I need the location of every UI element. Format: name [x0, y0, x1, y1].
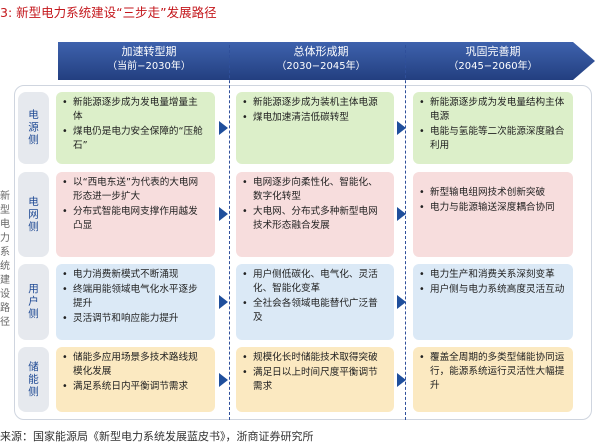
stage-arrow — [219, 207, 228, 221]
phase-name: 加速转型期 — [121, 45, 177, 58]
bullet-item: 电网逐步向柔性化、智能化、数字化转型 — [242, 176, 386, 204]
row-label-power-source: 电源侧 — [18, 92, 49, 164]
timeline-arrow — [58, 42, 595, 80]
phase-accelerating: 加速转型期 （当前−2030年） — [74, 44, 224, 74]
bullet-item: 满足日以上时间尺度平衡调节需求 — [242, 366, 386, 394]
bullet-item: 新能源逐步成为发电量结构主体电源 — [419, 96, 565, 124]
stage-arrow — [219, 295, 228, 309]
phase-consolidating: 巩固完善期 （2045−2060年） — [418, 44, 568, 74]
phase-divider — [229, 45, 230, 420]
bullet-item: 灵活调节和响应能力提升 — [62, 312, 207, 326]
phase-name: 巩固完善期 — [465, 45, 521, 58]
cell-user-phase3: 电力生产和消费关系深刻变革 用户侧与电力系统高度灵活互动 — [413, 264, 573, 340]
phase-period: （2030−2045年） — [276, 61, 366, 72]
left-label-char: 建 — [0, 275, 10, 286]
bullet-item: 电力与能源输送深度耦合协同 — [419, 201, 565, 215]
source-note: 来源：国家能源局《新型电力系统发展蓝皮书》，浙商证券研究所 — [0, 430, 314, 443]
bullet-item: 用户侧与电力系统高度灵活互动 — [419, 283, 565, 297]
bullet-item: 新型输电组网技术创新突破 — [419, 186, 565, 200]
figure-title: 3: 新型电力系统建设“三步走”发展路径 — [0, 5, 217, 20]
stage-arrow — [397, 373, 406, 387]
bullet-item: 电能与氢能等二次能源深度融合利用 — [419, 125, 565, 153]
bullet-item: 大电网、分布式多种新型电网技术形态融合发展 — [242, 205, 386, 233]
row-label-user: 用户侧 — [18, 264, 49, 340]
phase-name: 总体形成期 — [293, 45, 349, 58]
bullet-item: 满足系统日内平衡调节需求 — [62, 380, 207, 394]
row-label-storage: 储能侧 — [18, 347, 49, 412]
cell-power-source-phase2: 新能源逐步成为装机主体电源 煤电加速清洁低碳转型 — [236, 92, 394, 164]
bullet-item: 分布式智能电网支撑作用越发凸显 — [62, 205, 207, 233]
bullet-item: 煤电加速清洁低碳转型 — [242, 111, 386, 125]
left-label-char: 设 — [0, 289, 10, 300]
cell-power-source-phase3: 新能源逐步成为发电量结构主体电源 电能与氢能等二次能源深度融合利用 — [413, 92, 573, 164]
row-label-grid: 电网侧 — [18, 172, 49, 257]
left-label-char: 电 — [0, 219, 10, 230]
left-label-char: 新 — [0, 191, 10, 202]
stage-arrow — [219, 121, 228, 135]
bullet-item: 终端用能领域电气化水平逐步提升 — [62, 283, 207, 311]
bullet-item: 电力消费新模式不断涌现 — [62, 268, 207, 282]
bullet-item: 电力生产和消费关系深刻变革 — [419, 268, 565, 282]
bullet-item: 新能源逐步成为发电量增量主体 — [62, 96, 207, 124]
stage-arrow — [397, 121, 406, 135]
phase-period: （当前−2030年） — [107, 61, 191, 72]
left-side-label: 新型电力系统建设路径 — [0, 190, 12, 330]
bullet-item: 储能多应用场景多技术路线规模化发展 — [62, 351, 207, 379]
bullet-item: 煤电仍是电力安全保障的“压舱石” — [62, 125, 207, 153]
left-label-char: 径 — [0, 317, 10, 328]
cell-user-phase2: 用户侧低碳化、电气化、灵活化、智能化变革 全社会各领域电能替代广泛普及 — [236, 264, 394, 340]
left-label-char: 统 — [0, 261, 10, 272]
bullet-item: 规模化长时储能技术取得突破 — [242, 351, 386, 365]
bullet-item: 全社会各领域电能替代广泛普及 — [242, 297, 386, 325]
cell-grid-phase3: 新型输电组网技术创新突破 电力与能源输送深度耦合协同 — [413, 172, 573, 257]
phase-forming: 总体形成期 （2030−2045年） — [246, 44, 396, 74]
cell-storage-phase1: 储能多应用场景多技术路线规模化发展 满足系统日内平衡调节需求 — [56, 347, 215, 412]
cell-power-source-phase1: 新能源逐步成为发电量增量主体 煤电仍是电力安全保障的“压舱石” — [56, 92, 215, 164]
cell-user-phase1: 电力消费新模式不断涌现 终端用能领域电气化水平逐步提升 灵活调节和响应能力提升 — [56, 264, 215, 340]
stage-arrow — [397, 207, 406, 221]
left-label-char: 路 — [0, 303, 10, 314]
left-label-char: 系 — [0, 247, 10, 258]
phase-divider — [405, 45, 406, 420]
left-label-char: 力 — [0, 233, 10, 244]
stage-arrow — [397, 295, 406, 309]
bullet-item: 以“西电东送”为代表的大电网形态进一步扩大 — [62, 176, 207, 204]
cell-storage-phase2: 规模化长时储能技术取得突破 满足日以上时间尺度平衡调节需求 — [236, 347, 394, 412]
phase-period: （2045−2060年） — [448, 61, 538, 72]
cell-grid-phase2: 电网逐步向柔性化、智能化、数字化转型 大电网、分布式多种新型电网技术形态融合发展 — [236, 172, 394, 257]
bullet-item: 新能源逐步成为装机主体电源 — [242, 96, 386, 110]
stage-arrow — [219, 373, 228, 387]
cell-storage-phase3: 覆盖全周期的多类型储能协同运行，能源系统运行灵活性大幅提升 — [413, 347, 573, 412]
cell-grid-phase1: 以“西电东送”为代表的大电网形态进一步扩大 分布式智能电网支撑作用越发凸显 — [56, 172, 215, 257]
left-label-char: 型 — [0, 205, 10, 216]
bullet-item: 用户侧低碳化、电气化、灵活化、智能化变革 — [242, 268, 386, 296]
bullet-item: 覆盖全周期的多类型储能协同运行，能源系统运行灵活性大幅提升 — [419, 351, 565, 393]
